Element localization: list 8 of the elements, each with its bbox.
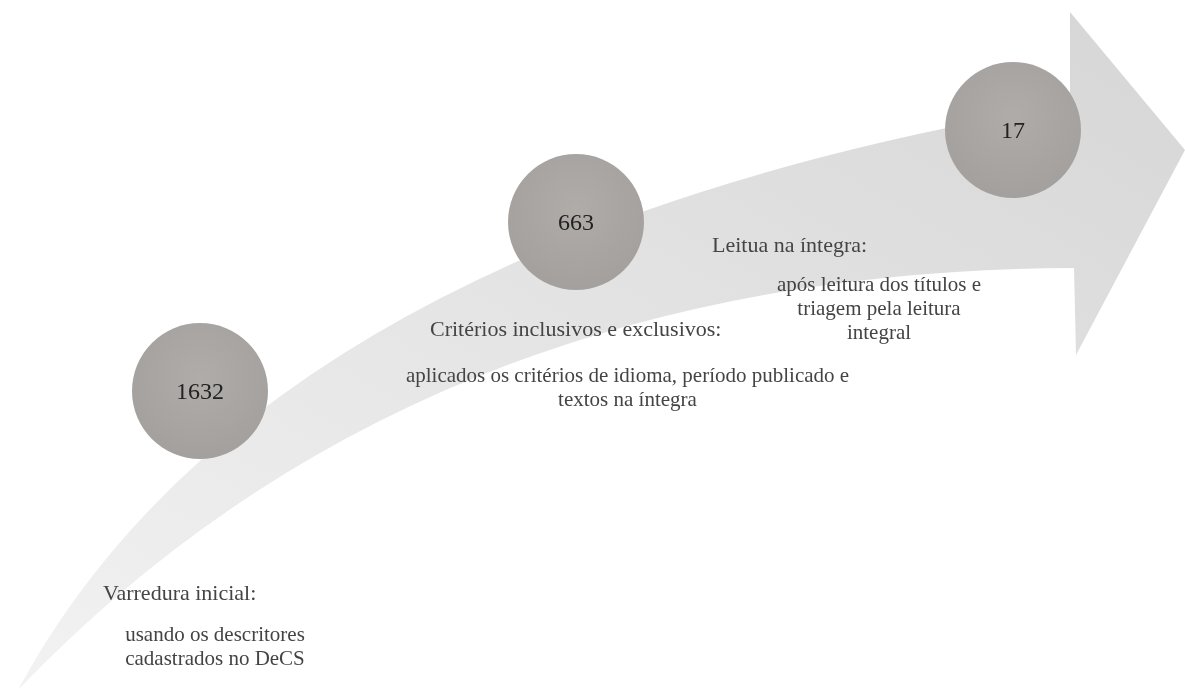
step-description: aplicados os critérios de idioma, período publicado e textos na íntegra [405,363,850,411]
step-description: após leitura dos títulos e triagem pela leitura integral [775,272,983,344]
step-title: Leitua na íntegra: [712,232,868,258]
step-title: Varredura inicial: [103,580,257,606]
step-description: usando os descritores cadastrados no DeCS [124,622,306,670]
step-title: Critérios inclusivos e exclusivos: [430,316,722,342]
step-circle: 663 [508,154,644,290]
step-circle: 1632 [132,323,268,459]
